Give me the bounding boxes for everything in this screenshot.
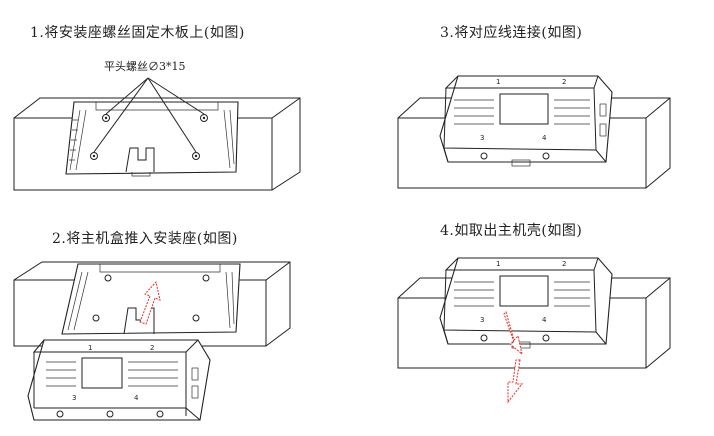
screw-hole bbox=[192, 152, 200, 160]
step-3-illustration: 1 2 3 4 bbox=[397, 75, 671, 189]
step-2-title: 2.将主机盒推入安装座(如图) bbox=[52, 231, 238, 247]
corner-label: 3 bbox=[72, 394, 76, 402]
step-1-title: 1.将安装座螺丝固定木板上(如图) bbox=[30, 25, 245, 41]
screw-hole bbox=[90, 152, 98, 160]
screw-leader-lines bbox=[93, 77, 205, 153]
step-3-title: 3.将对应线连接(如图) bbox=[440, 25, 583, 41]
corner-label: 1 bbox=[496, 78, 500, 86]
step-4-illustration: 1 2 3 4 bbox=[397, 257, 671, 404]
corner-label: 2 bbox=[562, 260, 566, 268]
mounting-base bbox=[65, 101, 239, 177]
corner-label: 2 bbox=[562, 78, 566, 86]
corner-label: 3 bbox=[480, 134, 484, 142]
corner-label: 2 bbox=[150, 344, 154, 352]
main-box: 1 2 3 4 bbox=[439, 257, 613, 349]
pull-out-arrow bbox=[507, 359, 524, 404]
push-arrow bbox=[139, 280, 161, 325]
main-box: 1 2 3 4 bbox=[439, 75, 613, 167]
screw-annotation: 平头螺丝∅3*15 bbox=[104, 60, 186, 73]
corner-label: 4 bbox=[542, 134, 547, 142]
corner-label: 1 bbox=[496, 260, 500, 268]
corner-label: 3 bbox=[480, 316, 484, 324]
main-box: 1 2 3 4 bbox=[27, 339, 211, 421]
release-arrow bbox=[503, 311, 523, 356]
corner-label: 1 bbox=[88, 344, 92, 352]
corner-label: 4 bbox=[134, 394, 139, 402]
step-2-illustration: 1 2 3 4 bbox=[13, 261, 291, 421]
screw-hole bbox=[200, 114, 208, 122]
screw-hole bbox=[102, 114, 110, 122]
step-1-illustration bbox=[13, 77, 301, 191]
corner-label: 4 bbox=[542, 316, 547, 324]
step-4-title: 4.如取出主机壳(如图) bbox=[440, 223, 583, 239]
